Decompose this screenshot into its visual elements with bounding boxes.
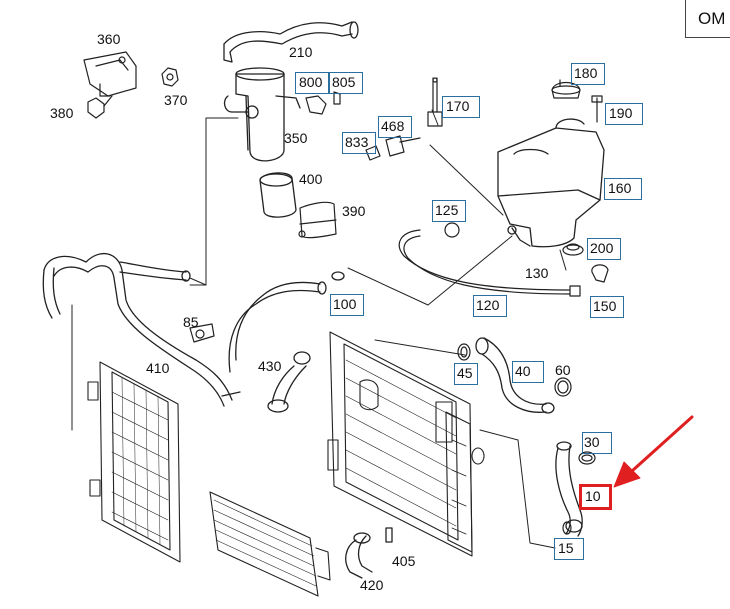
callout-40[interactable]: 40 bbox=[515, 363, 531, 379]
clamp-800-805 bbox=[305, 91, 341, 115]
clip-150 bbox=[591, 264, 609, 283]
callout-box-200 bbox=[587, 238, 621, 260]
bracket-360 bbox=[83, 51, 137, 97]
fitting-468 bbox=[385, 135, 421, 157]
nut-370 bbox=[161, 67, 179, 87]
hose-210 bbox=[223, 21, 359, 63]
leader-lines bbox=[71, 109, 567, 549]
condenser bbox=[87, 361, 181, 563]
seal-45 bbox=[457, 343, 471, 361]
callout-130[interactable]: 130 bbox=[525, 265, 549, 281]
callout-15[interactable]: 15 bbox=[558, 540, 574, 556]
cap-180 bbox=[551, 79, 581, 99]
callout-410[interactable]: 410 bbox=[146, 360, 170, 376]
hose-410 bbox=[42, 252, 345, 407]
callout-box-160 bbox=[604, 178, 642, 200]
bolt-190 bbox=[591, 95, 603, 123]
callout-805[interactable]: 805 bbox=[332, 74, 356, 90]
callout-370[interactable]: 370 bbox=[164, 92, 188, 108]
callout-468[interactable]: 468 bbox=[381, 118, 405, 134]
reservoir-160 bbox=[497, 118, 605, 248]
callout-box-120 bbox=[473, 295, 507, 317]
pump-350 bbox=[223, 67, 301, 162]
callout-125[interactable]: 125 bbox=[435, 202, 459, 218]
callout-box-180 bbox=[571, 63, 605, 85]
callout-box-805 bbox=[329, 72, 363, 94]
callout-45[interactable]: 45 bbox=[457, 365, 473, 381]
engine-code-badge: OM bbox=[685, 0, 730, 38]
hose-120 bbox=[398, 222, 581, 297]
callout-180[interactable]: 180 bbox=[574, 65, 598, 81]
callout-160[interactable]: 160 bbox=[608, 180, 632, 196]
hose-430 bbox=[267, 351, 311, 413]
callout-420[interactable]: 420 bbox=[360, 577, 384, 593]
callout-box-800 bbox=[295, 72, 329, 94]
engine-code-text: OM bbox=[698, 9, 726, 28]
intercooler bbox=[209, 491, 331, 597]
callout-60[interactable]: 60 bbox=[555, 362, 571, 378]
callout-30[interactable]: 30 bbox=[584, 434, 600, 450]
callout-400[interactable]: 400 bbox=[299, 171, 323, 187]
bolt-380 bbox=[87, 95, 113, 119]
hose-40 bbox=[475, 337, 555, 414]
callout-200[interactable]: 200 bbox=[590, 240, 614, 256]
callout-box-833 bbox=[342, 132, 376, 154]
callout-box-100 bbox=[330, 294, 364, 316]
callout-box-15 bbox=[554, 538, 584, 560]
clamp-30 bbox=[578, 451, 596, 465]
clamp-60 bbox=[554, 377, 572, 397]
red-arrow bbox=[613, 415, 694, 488]
seal-15 bbox=[562, 521, 572, 535]
callout-120[interactable]: 120 bbox=[476, 297, 500, 313]
grommet-200 bbox=[562, 243, 584, 256]
callout-10[interactable]: 10 bbox=[585, 488, 601, 504]
callout-box-10-highlight bbox=[579, 484, 612, 510]
sleeve-400 bbox=[259, 172, 297, 218]
callout-box-190 bbox=[605, 103, 643, 125]
callout-85[interactable]: 85 bbox=[183, 314, 199, 330]
callout-390[interactable]: 390 bbox=[342, 203, 366, 219]
callout-170[interactable]: 170 bbox=[446, 98, 470, 114]
main-radiator bbox=[327, 331, 485, 557]
callout-box-150 bbox=[590, 296, 624, 318]
callout-box-170 bbox=[442, 96, 480, 118]
callout-box-40 bbox=[512, 361, 544, 383]
callout-box-468 bbox=[378, 116, 412, 138]
bracket-390 bbox=[298, 201, 337, 239]
sensor-170 bbox=[427, 77, 443, 127]
pipe-420 bbox=[345, 527, 393, 579]
callout-190[interactable]: 190 bbox=[609, 105, 633, 121]
callout-box-30 bbox=[582, 432, 612, 454]
callout-380[interactable]: 380 bbox=[50, 105, 74, 121]
fitting-833 bbox=[365, 145, 381, 161]
callout-210[interactable]: 210 bbox=[289, 44, 313, 60]
callout-833[interactable]: 833 bbox=[345, 134, 369, 150]
callout-box-45 bbox=[454, 363, 478, 385]
callout-360[interactable]: 360 bbox=[97, 31, 121, 47]
callout-350[interactable]: 350 bbox=[284, 130, 308, 146]
callout-405[interactable]: 405 bbox=[392, 553, 416, 569]
callout-100[interactable]: 100 bbox=[333, 296, 357, 312]
callout-430[interactable]: 430 bbox=[258, 358, 282, 374]
callout-box-125 bbox=[432, 200, 466, 222]
callout-800[interactable]: 800 bbox=[299, 74, 323, 90]
clamp-85 bbox=[189, 323, 215, 343]
callout-150[interactable]: 150 bbox=[593, 298, 617, 314]
